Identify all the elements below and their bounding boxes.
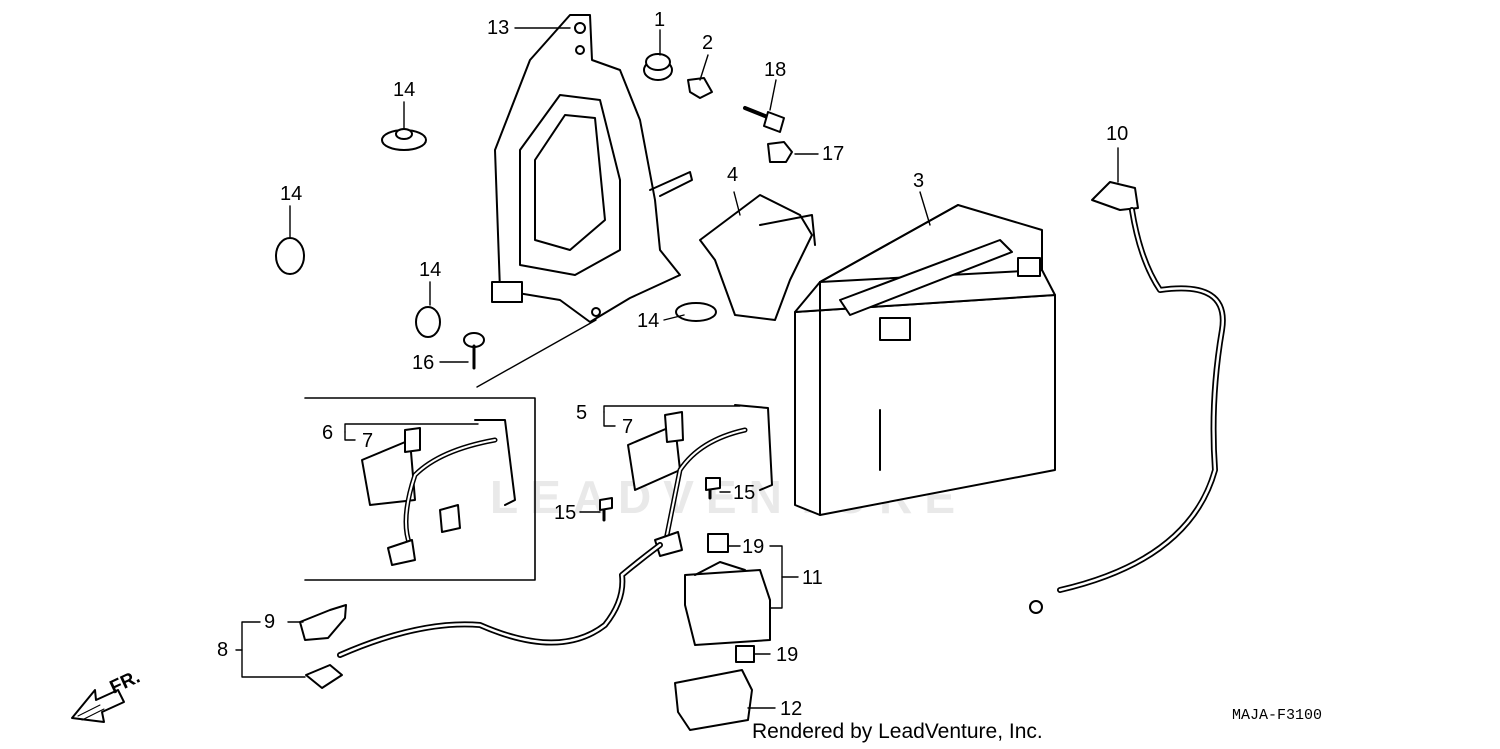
callout-15-left: 15 (554, 502, 577, 524)
render-credit: Rendered by LeadVenture, Inc. (752, 720, 1043, 743)
callout-7-right: 7 (622, 416, 634, 438)
callout-16: 16 (412, 352, 435, 374)
negative-cable (1029, 181, 1226, 614)
positive-cable (299, 542, 663, 689)
callout-18: 18 (764, 59, 787, 81)
grommet-1 (643, 53, 673, 81)
starter-relay (684, 561, 771, 646)
battery-bracket (491, 14, 693, 323)
callout-9: 9 (264, 611, 276, 633)
callout-8: 8 (217, 639, 229, 661)
callout-5: 5 (576, 402, 588, 424)
relay-cover (674, 669, 753, 731)
callout-12: 12 (780, 698, 803, 720)
nut-17 (767, 141, 793, 163)
callout-10: 10 (1106, 123, 1129, 145)
callout-2: 2 (702, 32, 714, 54)
callout-17: 17 (822, 143, 845, 165)
callout-6: 6 (322, 422, 334, 444)
callout-15-right: 15 (733, 482, 756, 504)
callout-13: 13 (487, 17, 510, 39)
cover-4 (699, 194, 816, 321)
diagram-code: MAJA-F3100 (1232, 707, 1323, 724)
cable-harness-5 (627, 404, 773, 557)
bolt-16 (463, 332, 485, 370)
battery (794, 204, 1056, 516)
callout-14-left: 14 (280, 183, 303, 205)
callout-14-top: 14 (393, 79, 416, 101)
callout-19-bottom: 19 (776, 644, 799, 666)
callout-4: 4 (727, 164, 739, 186)
callout-1: 1 (654, 9, 666, 31)
callout-14-middle: 14 (419, 259, 442, 281)
callout-7-left: 7 (362, 430, 374, 452)
callout-19-top: 19 (742, 536, 765, 558)
cable-harness-6 (361, 419, 516, 566)
callout-3: 3 (913, 170, 925, 192)
bolt-18 (743, 106, 785, 133)
callout-11: 11 (802, 567, 823, 589)
callout-14-right: 14 (637, 310, 660, 332)
collar-2 (687, 77, 713, 99)
